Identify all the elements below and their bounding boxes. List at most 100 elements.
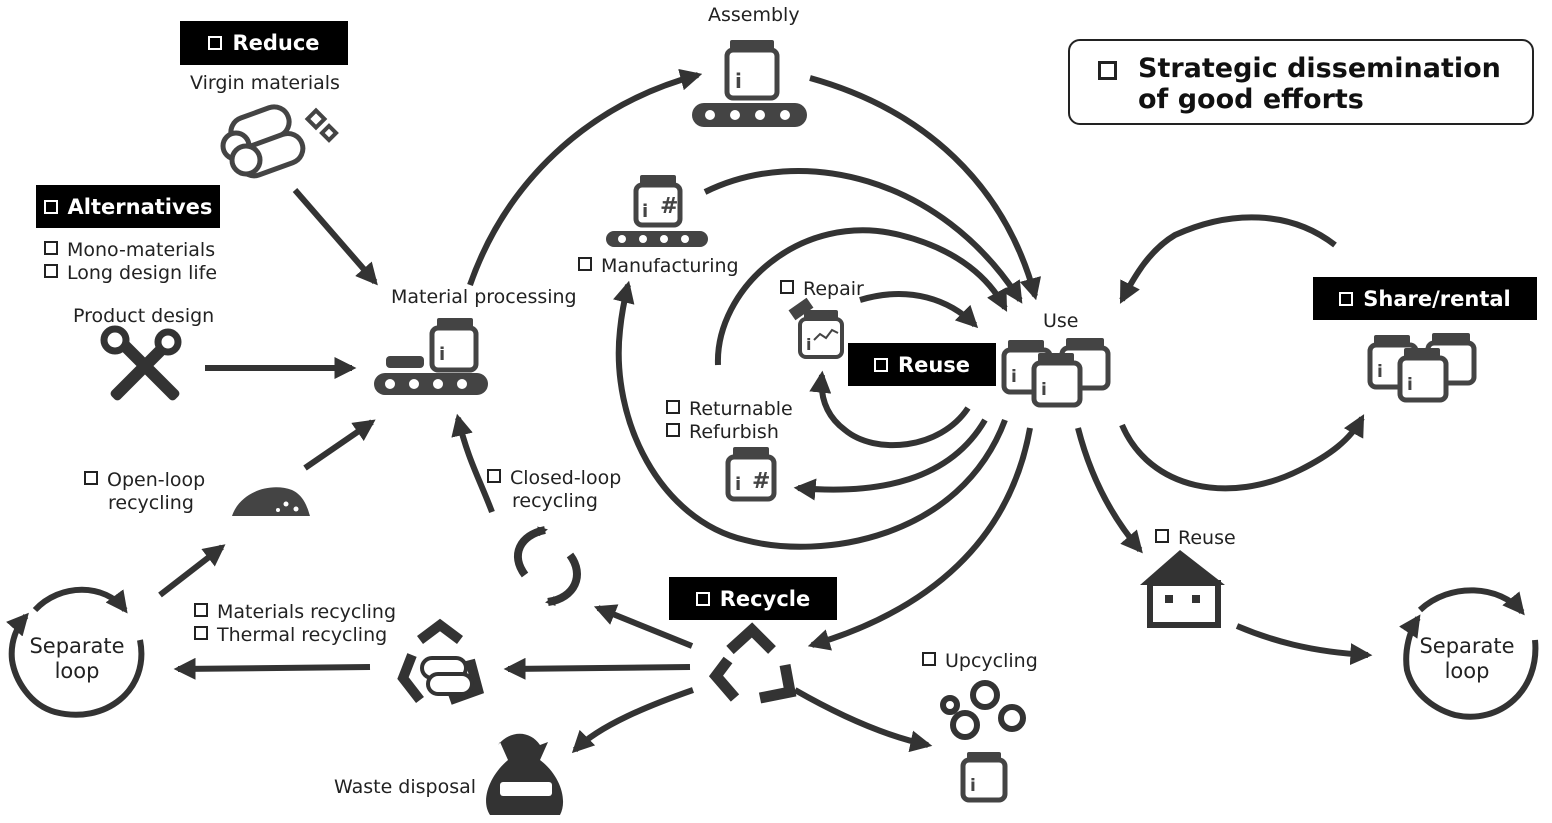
closed-loop-checkbox (487, 469, 501, 483)
alternatives-badge: Alternatives (36, 185, 220, 228)
mono-materials-label: Mono-materials (67, 239, 216, 261)
reduce-checkbox (208, 36, 223, 50)
refurbish-label: Refurbish (689, 421, 779, 443)
closed-loop-cycle-icon (513, 526, 581, 606)
strategic-dissemination-box: Strategic dissemination of good efforts (1068, 39, 1534, 125)
arrow-use-to-recycle (807, 427, 1033, 651)
separate-loop-right-arc-2 (1399, 614, 1539, 720)
share-rental-label: Share/rental (1363, 286, 1511, 311)
svg-text:i: i (735, 474, 741, 495)
reuse-home-checkbox (1155, 529, 1169, 543)
use-jars-icon: i i (1001, 338, 1111, 408)
reuse-label: Reuse (897, 352, 971, 377)
reuse-home-item: Reuse (1155, 527, 1236, 550)
assembly-conveyor-icon (692, 103, 807, 127)
strategic-checkbox (1098, 61, 1117, 80)
share-rental-badge: Share/rental (1313, 277, 1537, 320)
svg-text:i: i (735, 69, 742, 93)
long-design-life-item: Long design life (44, 262, 217, 285)
product-design-label: Product design (73, 305, 215, 327)
material-pile-icon (232, 487, 310, 516)
open-loop-label-2: recycling (108, 492, 194, 514)
refurbish-jar-icon: i # (725, 447, 777, 502)
recycle-badge: Recycle (669, 577, 837, 620)
manufacturing-icon: i # (606, 175, 708, 247)
arrow-separate-to-openloop (158, 544, 226, 598)
long-design-life-label: Long design life (67, 262, 218, 284)
arrow-share-to-use (1119, 214, 1337, 304)
separate-loop-right-line1: Separate (1419, 634, 1515, 658)
materials-recycling-label: Materials recycling (217, 601, 397, 623)
alternatives-label: Alternatives (67, 194, 213, 219)
separate-loop-left-arc-2 (6, 612, 145, 718)
materials-recycling-item: Materials recycling (194, 601, 396, 624)
refurbish-item: Refurbish (666, 421, 779, 444)
repair-label: Repair (803, 278, 864, 300)
separate-loop-right-arc-1 (1417, 587, 1525, 616)
svg-text:i: i (642, 201, 648, 222)
arrow-processing-to-assembly (467, 68, 703, 286)
assembly-jar-icon: i (724, 40, 780, 101)
reduce-badge: Reduce (180, 21, 348, 65)
mono-materials-checkbox (44, 241, 58, 255)
svg-text:i: i (970, 776, 976, 796)
logs-icon (220, 104, 306, 179)
svg-text:i: i (1407, 375, 1413, 395)
arrow-use-to-home (1075, 427, 1143, 554)
arrow-manufacturing-to-use (703, 167, 1023, 304)
separate-loop-left-line1: Separate (29, 634, 125, 658)
house-icon (1140, 550, 1225, 628)
open-loop-item: Open-loop (84, 469, 205, 492)
separate-loop-left: Separate loop (17, 634, 137, 684)
svg-text:i: i (1377, 362, 1383, 382)
svg-text:i: i (1041, 380, 1047, 400)
arrow-innerloop-to-use (714, 227, 1008, 366)
virgin-materials-label: Virgin materials (190, 72, 340, 94)
materials-recycling-icon (397, 618, 485, 705)
diamond-icon (304, 107, 339, 143)
strategic-title: Strategic dissemination of good efforts (1138, 53, 1501, 115)
separate-loop-right: Separate loop (1407, 634, 1527, 684)
manufacturing-item: Manufacturing (578, 255, 739, 278)
separate-loop-left-arc-1 (32, 586, 128, 614)
long-design-life-checkbox (44, 264, 58, 278)
reduce-label: Reduce (232, 31, 320, 55)
recycle-checkbox (695, 591, 710, 606)
upcycling-label: Upcycling (945, 650, 1038, 672)
upcycling-checkbox (922, 652, 936, 666)
use-label: Use (1043, 310, 1079, 332)
strategic-title-line1: Strategic dissemination (1138, 53, 1501, 84)
returnable-item: Returnable (666, 398, 793, 421)
thermal-recycling-label: Thermal recycling (217, 624, 388, 646)
arrow-use-to-manufacturing (613, 280, 1008, 550)
svg-text:i: i (806, 335, 811, 354)
returnable-label: Returnable (689, 398, 793, 420)
separate-loop-left-line2: loop (54, 659, 100, 683)
upcycling-item: Upcycling (922, 650, 1038, 673)
share-rental-checkbox (1339, 291, 1354, 306)
upcycling-jar-icon: i (960, 752, 1008, 803)
repair-checkbox (780, 280, 794, 294)
closed-loop-label-2: recycling (512, 490, 598, 512)
arrow-use-to-share (1119, 414, 1365, 492)
waste-disposal-label: Waste disposal (334, 776, 477, 798)
waste-bag-icon (486, 733, 564, 815)
recycle-icon (708, 622, 797, 704)
arrow-use-to-refurbish (793, 418, 988, 501)
svg-text:#: # (752, 469, 770, 494)
manufacturing-checkbox (578, 257, 592, 271)
reuse-badge: Reuse (848, 343, 996, 386)
arrow-recycle-to-materials (503, 657, 691, 680)
flowers-icon (940, 680, 1026, 740)
refurbish-checkbox (666, 423, 680, 437)
open-loop-label-1: Open-loop (107, 469, 206, 491)
tools-icon (100, 325, 182, 401)
material-processing-label: Material processing (391, 286, 577, 308)
arrow-recycle-to-upcycling (793, 687, 933, 753)
svg-text:i: i (1011, 367, 1017, 387)
processing-icon: i (374, 318, 488, 395)
open-loop-checkbox (84, 471, 98, 485)
thermal-recycling-item: Thermal recycling (194, 624, 387, 647)
strategic-title-line2: of good efforts (1138, 84, 1364, 115)
